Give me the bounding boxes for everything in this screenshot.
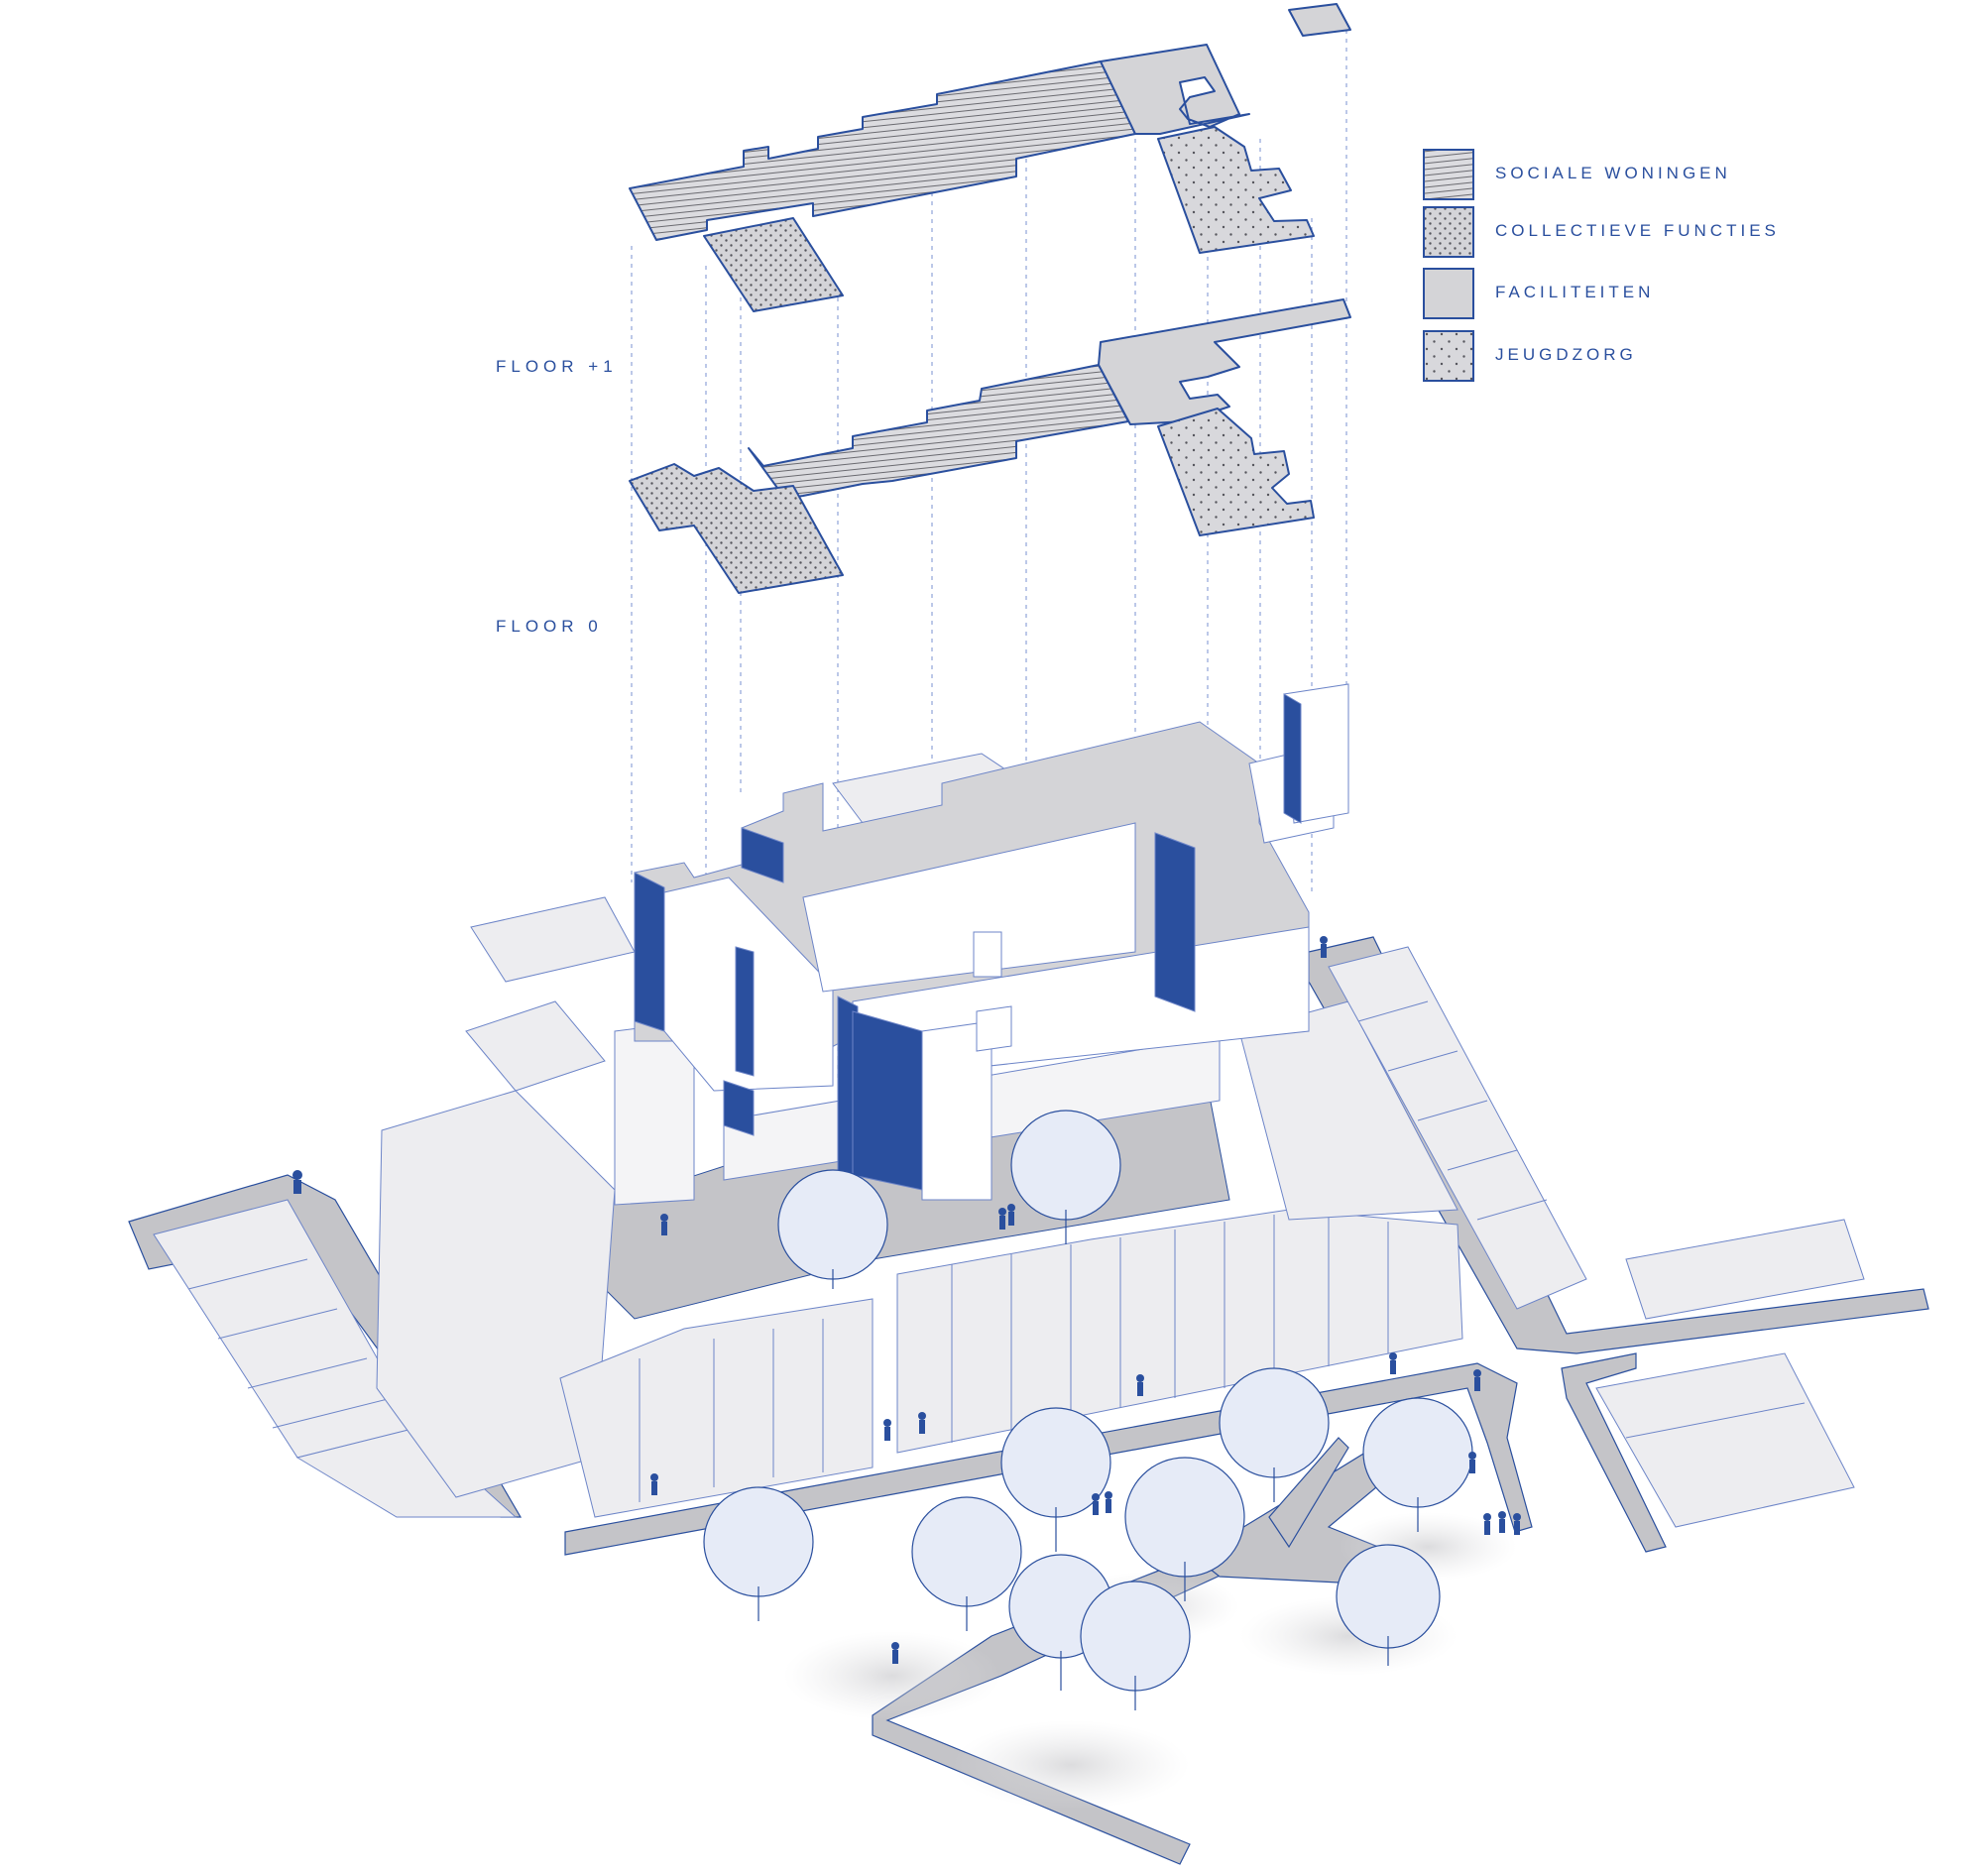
facade-accent-7 — [1154, 832, 1196, 1012]
people — [292, 936, 1521, 1664]
tree — [703, 1486, 814, 1621]
street-far-east — [1561, 1352, 1667, 1553]
legend-label: JEUGDZORG — [1495, 345, 1637, 364]
legend-label: SOCIALE WONINGEN — [1495, 164, 1731, 182]
facade-accent-6 — [852, 1010, 923, 1191]
facade-accent-4 — [723, 1080, 755, 1136]
floor-0-label: FLOOR 0 — [496, 617, 603, 636]
main-building — [614, 683, 1349, 1206]
context-buildings — [153, 753, 1865, 1528]
facade-accent-2 — [741, 827, 784, 883]
floor1-small-square — [1288, 3, 1351, 37]
tree — [1362, 1397, 1473, 1532]
legend-label: FACILITEITEN — [1495, 283, 1655, 301]
park-path-3 — [1268, 1437, 1349, 1549]
legend-item-faciliteiten: FACILITEITEN — [1423, 268, 1978, 327]
legend-swatch-solid — [1423, 268, 1474, 319]
tree — [1124, 1457, 1245, 1601]
legend-item-sociale-woningen: SOCIALE WONINGEN — [1423, 149, 1978, 208]
floor1-housing-wing — [629, 60, 1136, 241]
floor1-facility-corner — [1100, 44, 1250, 135]
floor0-housing-wing — [748, 364, 1129, 500]
facade-accent-8 — [1283, 693, 1302, 824]
tree — [1000, 1407, 1111, 1552]
legend-label: COLLECTIEVE FUNCTIES — [1495, 221, 1780, 240]
tree — [1080, 1581, 1191, 1710]
legend-item-collectieve-functies: COLLECTIEVE FUNCTIES — [1423, 206, 1978, 266]
legend-item-jeugdzorg: JEUGDZORG — [1423, 330, 1978, 390]
floor1-jeugdzorg-block — [1157, 126, 1315, 254]
legend-swatch-dots-dense — [1423, 206, 1474, 258]
floor0-collective-block — [629, 463, 844, 594]
tree — [911, 1496, 1022, 1631]
floor-0-plan — [629, 298, 1351, 594]
floor0-facility-corner — [1098, 298, 1351, 425]
tree — [777, 1169, 888, 1289]
trees — [703, 1110, 1473, 1710]
legend-swatch-hatch — [1423, 149, 1474, 200]
tree — [1336, 1544, 1441, 1666]
floor-plus1-label: FLOOR +1 — [496, 357, 618, 376]
tree — [1219, 1367, 1330, 1502]
legend-swatch-dots-sparse — [1423, 330, 1474, 382]
tree — [1010, 1110, 1121, 1244]
floor1-collective-block — [703, 217, 844, 312]
floor0-jeugdzorg-block — [1157, 408, 1315, 536]
facade-accent-3 — [735, 946, 755, 1077]
facade-accent-1 — [634, 872, 665, 1032]
floor-plus1-plan — [629, 3, 1351, 312]
